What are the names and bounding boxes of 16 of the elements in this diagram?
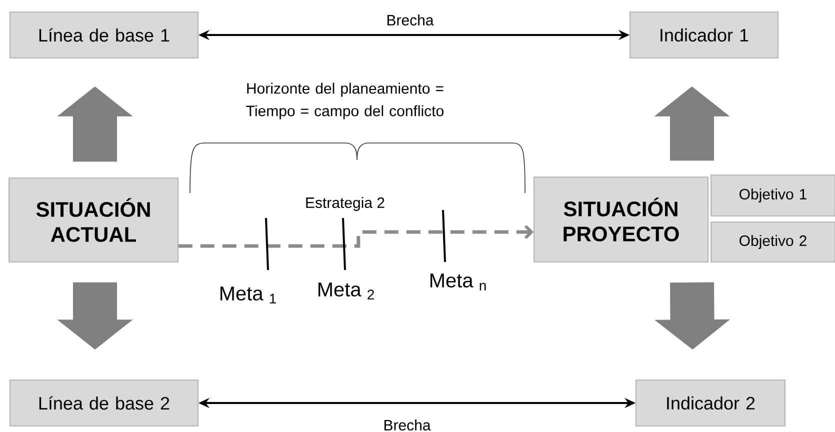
text-box: Objetivo 2 [710,222,835,262]
milestone-label: Meta $_{1}$ [220,286,276,304]
text-box: Línea de base 1 [10,12,198,58]
annotation: Horizonte del planeamiento = Tiempo = campo del conflicto [246,82,444,120]
edge-label: Brecha [384,420,431,430]
text-box: Objetivo 1 [710,174,835,216]
edge-label: Brecha [387,14,434,26]
text-box: Línea de base 2 [10,380,198,426]
milestone-label: Meta $_{2}$ [318,282,374,300]
text-box: SITUACIÓN ACTUAL [8,178,178,262]
edge-label: Estrategia 2 [306,197,384,211]
text-box: Indicador 2 [636,380,786,426]
arrow [524,224,534,240]
text-box: Indicador 1 [630,12,778,58]
milestone-label: Meta $_{n}$ [430,274,486,290]
text-box: SITUACIÓN PROYECTO [534,176,708,262]
